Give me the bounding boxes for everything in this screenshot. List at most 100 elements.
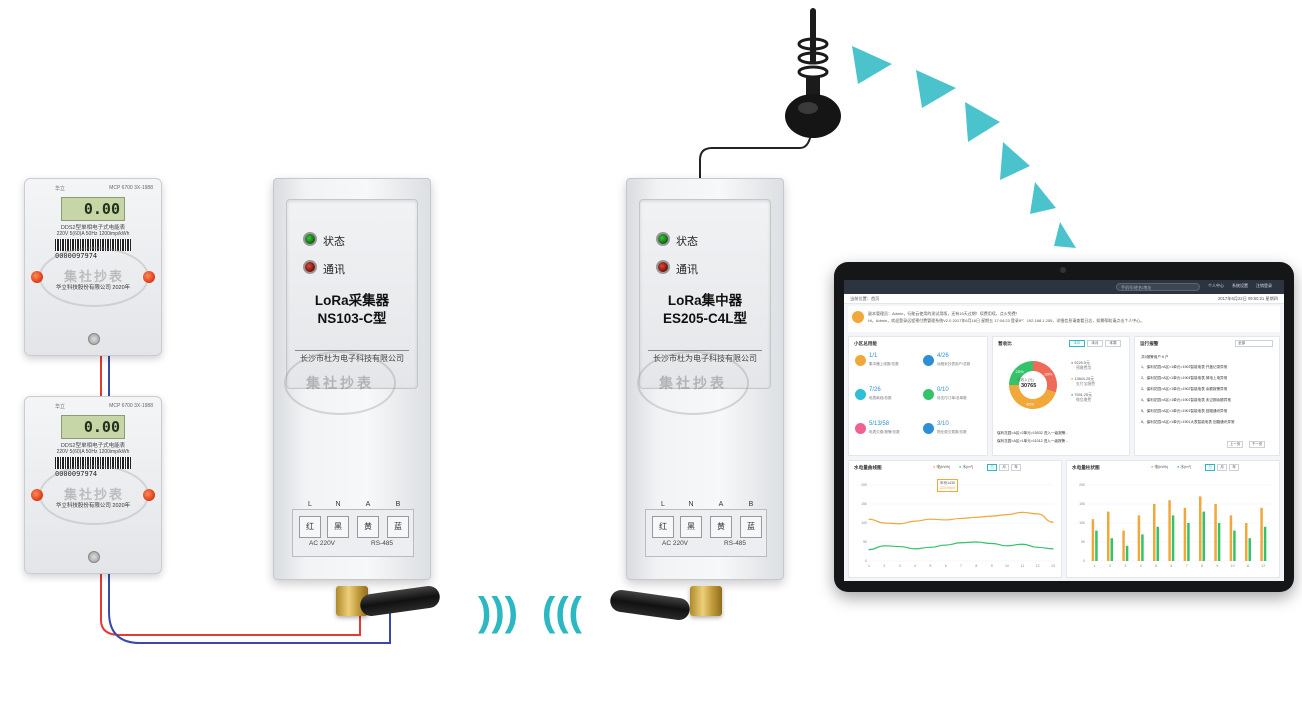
bar [1110,538,1113,561]
terminal-block: L N A B 红 黑 黄 蓝 AC 220V RS-485 [645,501,767,557]
tab-year[interactable]: 年 [1229,464,1239,471]
legend-label: 预缴费用 [1076,366,1092,370]
watermark: 集社抄表 [637,351,749,415]
alarm-item[interactable]: 4、保利花园>A区>1单元>1901智能电表 未过期余额异常 [1141,398,1231,402]
line-point [1037,546,1039,548]
tab-month[interactable]: 月 [1217,464,1227,471]
terminal-label: B [748,501,754,508]
line-point [868,518,870,520]
bar [1187,523,1190,561]
welcome-panel: 副本管理员：Admin，衍能云使用的测试用版，还有15天过期！续费用续，点火免费… [848,306,1280,332]
terminal: 红 [299,516,321,538]
meter-lcd: 0.00 [61,415,125,439]
alarm-item[interactable]: 3、保利花园>A区>1单元>1902智能电表 余额报警异常 [1141,387,1228,391]
menu-logout[interactable]: 注销登录 [1256,283,1272,288]
stat-icon [923,355,934,366]
x-tick-label: 8 [975,564,977,568]
menu-settings[interactable]: 系统设置 [1232,283,1248,288]
donut-legend-item: ● 7691.25元微信缴费 [1071,393,1092,403]
y-tick-label: 0 [865,559,867,563]
bus-label: RS-485 [371,540,394,547]
bar [1229,515,1233,561]
alarm-item[interactable]: 6、保利花园>A区>1单元>1901大表智能电表 回路通讯异常 [1141,420,1235,424]
breadcrumb-text: 当前位置：首页 [850,296,880,301]
recent-row: 保利花园>A区>2单元>15032 进入一级报警... [997,431,1069,435]
stat-icon [923,389,934,400]
line-point [991,515,993,517]
camera-icon [1060,267,1066,273]
alarm-item[interactable]: 1、保利花园>A区>1单元>1903智能电表 开盖记录异常 [1141,365,1228,369]
tab-year[interactable]: 年 [1011,464,1021,471]
meter-spec: 220V 5(60)A 50Hz 1200imp/kWh [56,449,130,455]
bar [1263,526,1267,561]
prev-page-button[interactable]: 上一页 [1227,441,1243,448]
signal-arrow [1030,182,1056,214]
x-tick-label: 11 [1246,564,1250,568]
line-point [929,546,931,548]
x-tick-label: 6 [1170,564,1172,568]
line-point [1037,513,1039,515]
search-input[interactable]: 手机号/姓名/地址 [1116,283,1200,291]
y-tick-label: 100 [861,521,867,525]
tab-month[interactable]: 月 [999,464,1009,471]
meter-model: DDS2型单相电子式电能表 [60,443,126,449]
tab-month[interactable]: 本月 [1087,340,1103,347]
legend-water-label: 水(m³) [962,465,974,469]
meter-spec: 220V 5(60)A 50Hz 1200imp/kWh [56,231,130,237]
meter-maker: 华立科技股份有限公司 2020年 [55,285,131,291]
revenue-donut-chart: 30%45%25% [1009,361,1057,409]
signal-arrow [852,46,892,84]
bar [1153,504,1156,561]
x-tick-label: 9 [991,564,993,568]
stat-icon [855,355,866,366]
alarm-item[interactable]: 5、保利花园>A区>1单元>1901智能电表 回路通讯异常 [1141,409,1228,413]
y-tick-label: 0 [1083,559,1085,563]
tab-year[interactable]: 本年 [1069,340,1085,347]
bus-label: RS-485 [724,540,747,547]
watermark: 集社抄表 [39,247,149,307]
bar [1199,496,1202,561]
tab-day[interactable]: 日 [987,464,997,471]
power-label: AC 220V [662,540,689,547]
terminal-mark: 蓝 [747,522,755,531]
y-tick-label: 200 [1079,483,1085,487]
x-tick-label: 10 [1005,564,1009,568]
x-tick-label: 2 [1109,564,1111,568]
terminal-mark: 红 [306,522,314,531]
stat-label: 集中器上线数/总数 [869,362,899,366]
terminal-label: N [688,501,694,508]
stat-value: 4/26 [937,353,949,359]
meter-brand: 华立 [55,404,66,410]
watermark: 集社抄表 [284,351,396,415]
terminal-label: L [661,501,665,508]
line-point [1021,511,1023,513]
tab-day[interactable]: 日 [1205,464,1215,471]
device-model: ES205-C4L型 [662,311,748,326]
alarm-item[interactable]: 2、保利花园>A区>1单元>1904智能电表 掉电上电异常 [1141,376,1228,380]
x-tick-label: 3 [899,564,901,568]
bar [1156,526,1159,561]
alarm-select[interactable]: 全部 [1235,340,1273,347]
legend-dot-icon: ● [1071,377,1074,381]
chart-tooltip: 年份1430 220 Kw/h [937,479,959,492]
comm-lamp-icon [656,260,670,274]
next-page-button[interactable]: 下一页 [1249,441,1265,448]
tab-week[interactable]: 本周 [1105,340,1121,347]
top-bar: 手机号/姓名/地址 个人中心 系统设置 注销登录 [844,280,1284,294]
y-tick-label: 50 [1081,540,1085,544]
menu-personal[interactable]: 个人中心 [1208,283,1224,288]
legend-electric: ● 电(kWh) [1151,465,1169,469]
external-antenna-icon [785,8,841,138]
avatar [852,311,864,323]
y-tick-label: 100 [1079,521,1085,525]
terminal-mark: 黄 [364,522,372,531]
